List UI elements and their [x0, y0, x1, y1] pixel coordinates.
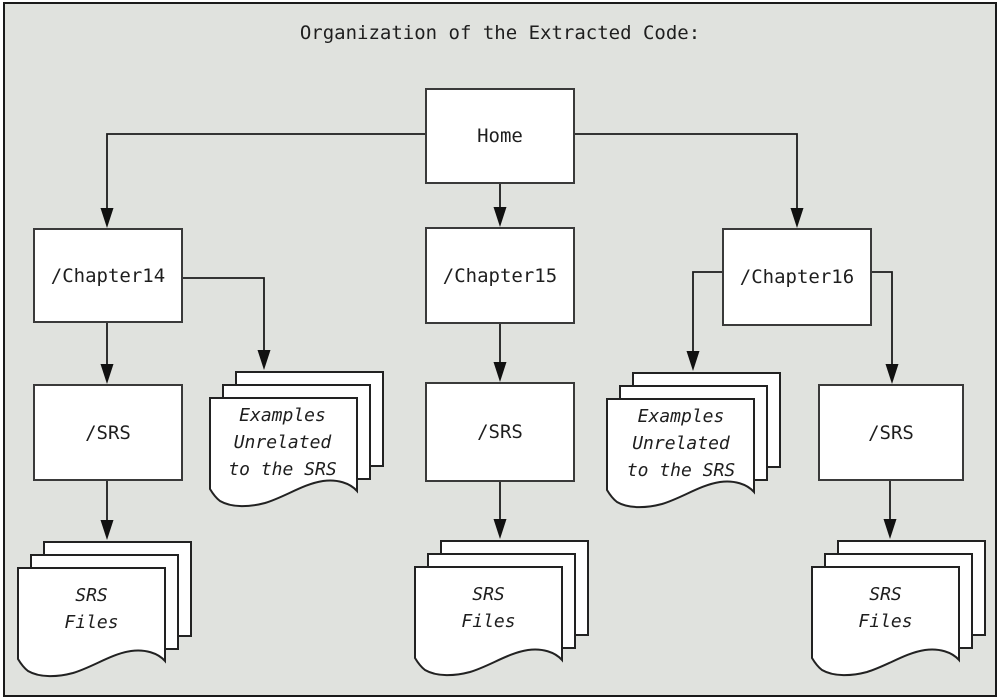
node-chapter16: /Chapter16 [722, 228, 872, 326]
arrowhead-icon [686, 351, 700, 371]
node-srs-ch16: /SRS [818, 384, 964, 481]
arrowhead-icon [493, 362, 507, 382]
node-srs-ch15: /SRS [425, 382, 575, 482]
connector-srs14-files [100, 480, 114, 540]
connector-srs16-files [883, 480, 897, 539]
diagram-title: Organization of the Extracted Code: [299, 22, 701, 44]
connector-home-chapter16 [575, 133, 804, 228]
node-home: Home [425, 88, 575, 184]
connector-chapter14-srs [100, 322, 114, 384]
arrowhead-icon [883, 519, 897, 539]
node-chapter14: /Chapter14 [33, 228, 183, 323]
arrowhead-icon [493, 519, 507, 539]
documents-stack-srs-files-ch16-icon [811, 540, 986, 677]
arrowhead-icon [257, 350, 271, 370]
node-chapter15: /Chapter15 [425, 227, 575, 324]
connector-chapter16-srs [872, 271, 899, 384]
arrowhead-icon [493, 207, 507, 227]
connector-chapter16-examples [686, 271, 722, 371]
arrowhead-icon [100, 520, 114, 540]
documents-stack-srs-files-ch15-icon [414, 540, 589, 677]
connector-home-chapter15 [493, 184, 507, 227]
arrowhead-icon [100, 208, 114, 228]
arrowhead-icon [100, 364, 114, 384]
node-srs-ch14: /SRS [33, 384, 183, 481]
connector-srs15-files [493, 482, 507, 539]
connector-chapter15-srs [493, 323, 507, 382]
arrowhead-icon [885, 364, 899, 384]
documents-stack-examples-ch16-icon [606, 372, 781, 509]
connector-home-chapter14 [100, 133, 425, 228]
documents-stack-srs-files-ch14-icon [17, 541, 192, 678]
connector-chapter14-examples [182, 277, 271, 370]
arrowhead-icon [790, 208, 804, 228]
documents-stack-examples-ch14-icon [209, 371, 384, 508]
